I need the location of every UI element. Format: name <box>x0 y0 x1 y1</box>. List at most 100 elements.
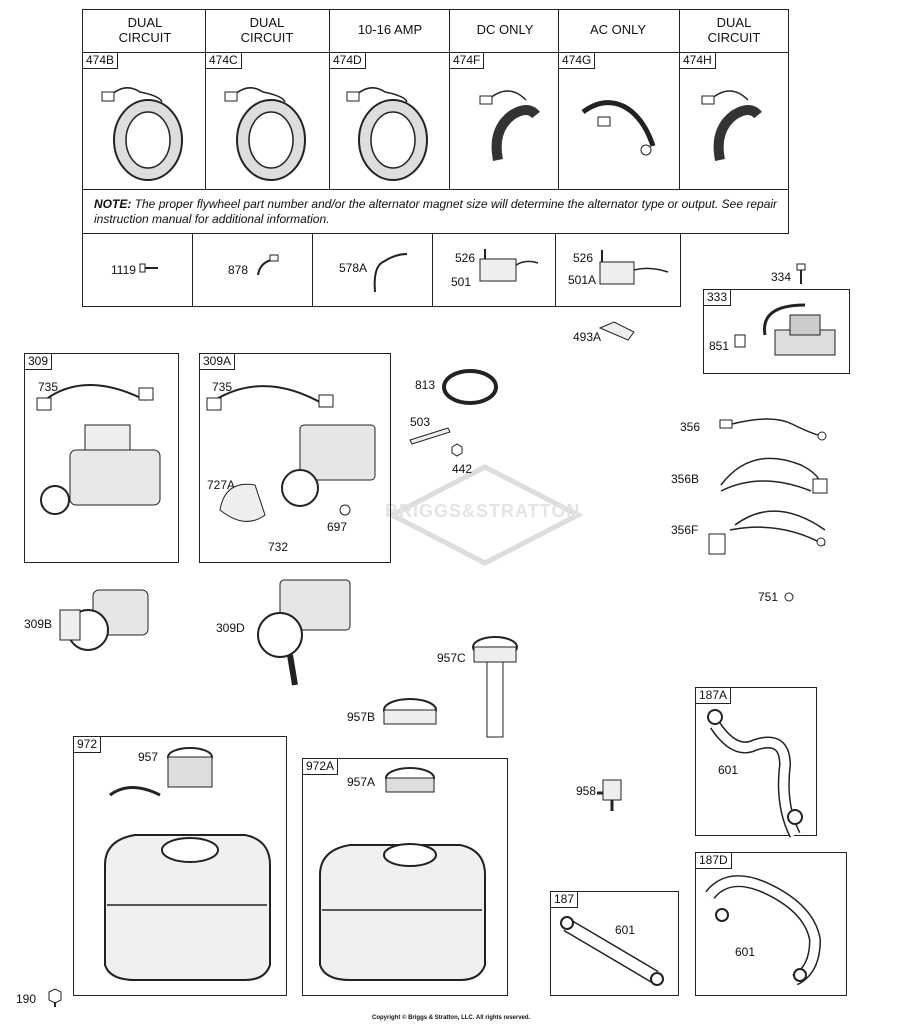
box-tag: 333 <box>704 290 732 306</box>
part-label: 1119 <box>111 263 136 277</box>
fuel-tank-972a-drawing <box>319 767 486 981</box>
box-tag: 972A <box>303 759 339 775</box>
box-187 <box>550 891 679 996</box>
wire-578a-drawing <box>373 253 408 293</box>
table-header: DC ONLY <box>476 22 534 37</box>
screw-1119-drawing <box>139 263 158 273</box>
table-header: 10-16 AMP <box>357 22 423 37</box>
part-label: 503 <box>410 415 431 429</box>
part-label: 957A <box>347 775 376 789</box>
part-label: 601 <box>718 763 739 777</box>
part-label: 957B <box>347 710 376 724</box>
part-tag: 474F <box>450 53 485 69</box>
part-tag: 474H <box>680 53 716 69</box>
note-label: NOTE: <box>94 197 132 211</box>
stator-474h-drawing <box>701 90 762 161</box>
part-label: 356F <box>671 523 699 537</box>
part-tag: 474B <box>83 53 119 69</box>
part-label: 751 <box>758 590 779 604</box>
box-333 <box>703 289 850 374</box>
bolt-190-drawing <box>48 988 62 1007</box>
box-187d <box>695 852 847 996</box>
part-label: 601 <box>615 923 636 937</box>
part-label: 958 <box>576 784 597 798</box>
box-972a <box>302 758 508 996</box>
module-501-drawing <box>479 249 539 282</box>
part-label: 735 <box>38 380 59 394</box>
part-label: 727A <box>207 478 236 492</box>
stator-474b-drawing <box>101 87 183 181</box>
screw-334-drawing <box>796 263 806 284</box>
table-divider <box>82 189 789 190</box>
valve-958-drawing <box>597 779 622 811</box>
table-note: NOTE: The proper flywheel part number an… <box>94 197 784 227</box>
part-label: 442 <box>452 462 473 476</box>
stator-474f-drawing <box>479 90 540 161</box>
parts-row <box>82 233 681 307</box>
part-label: 851 <box>709 339 730 353</box>
fuel-line-187d-drawing <box>705 875 822 986</box>
part-label: 697 <box>327 520 348 534</box>
bracket-493a-drawing <box>598 321 635 341</box>
table-header: DUAL CIRCUIT <box>240 15 294 45</box>
part-label: 356 <box>680 420 701 434</box>
part-tag: 474G <box>559 53 596 69</box>
stator-474g-drawing <box>581 100 656 156</box>
part-tag: 474C <box>206 53 242 69</box>
starter-309a-drawing <box>206 385 376 522</box>
copyright-text: Copyright © Briggs & Stratton, LLC. All … <box>372 1015 531 1021</box>
part-label: 493A <box>573 330 602 344</box>
nut-442-drawing <box>451 443 463 457</box>
box-972 <box>73 736 287 996</box>
clamp-813-drawing <box>442 369 498 405</box>
box-tag: 187D <box>696 853 732 869</box>
ignition-coil-drawing <box>734 303 836 356</box>
part-label: 334 <box>771 270 792 284</box>
part-label: 309D <box>216 621 245 635</box>
cap-957b-drawing <box>383 698 437 725</box>
part-label: 501A <box>568 273 597 287</box>
stator-474c-drawing <box>224 87 306 181</box>
part-label: 578A <box>339 261 368 275</box>
part-label: 735 <box>212 380 233 394</box>
box-tag: 187 <box>551 892 579 908</box>
part-label: 356B <box>671 472 700 486</box>
module-501a-drawing <box>599 250 669 285</box>
fuel-tank-972-drawing <box>104 747 271 981</box>
box-tag: 309A <box>200 354 236 370</box>
part-label: 957 <box>138 750 159 764</box>
note-text: The proper flywheel part number and/or t… <box>94 197 778 226</box>
starter-309b-drawing <box>59 589 149 651</box>
brand-watermark-logo <box>386 464 584 566</box>
part-label: 309B <box>24 617 53 631</box>
box-tag: 187A <box>696 688 732 704</box>
box-309 <box>24 353 179 563</box>
part-label: 732 <box>268 540 289 554</box>
part-label: 501 <box>451 275 472 289</box>
wire-356b-drawing <box>720 457 828 494</box>
part-label: 526 <box>455 251 476 265</box>
part-label: 813 <box>415 378 436 392</box>
table-divider <box>82 52 789 53</box>
strap-503-drawing <box>409 427 451 445</box>
part-tag: 474D <box>330 53 366 69</box>
part-label: 526 <box>573 251 594 265</box>
table-header: DUAL CIRCUIT <box>707 15 761 45</box>
box-187a <box>695 687 817 836</box>
starter-309d-drawing <box>257 579 351 686</box>
fuel-line-187a-drawing <box>707 709 803 838</box>
table-header: DUAL CIRCUIT <box>118 15 172 45</box>
starter-309-drawing <box>36 384 161 515</box>
part-label: 601 <box>735 945 756 959</box>
box-tag: 972 <box>74 737 102 753</box>
wire-356f-drawing <box>708 510 826 555</box>
part-label: 878 <box>228 263 249 277</box>
table-header: AC ONLY <box>589 22 647 37</box>
cap-957c-drawing <box>472 636 518 738</box>
washer-751-drawing <box>784 592 794 602</box>
fuel-line-187-drawing <box>560 916 664 986</box>
part-label: 190 <box>16 992 37 1006</box>
part-label: 957C <box>437 651 466 665</box>
box-tag: 309 <box>25 354 53 370</box>
wire-356-drawing <box>719 418 827 441</box>
